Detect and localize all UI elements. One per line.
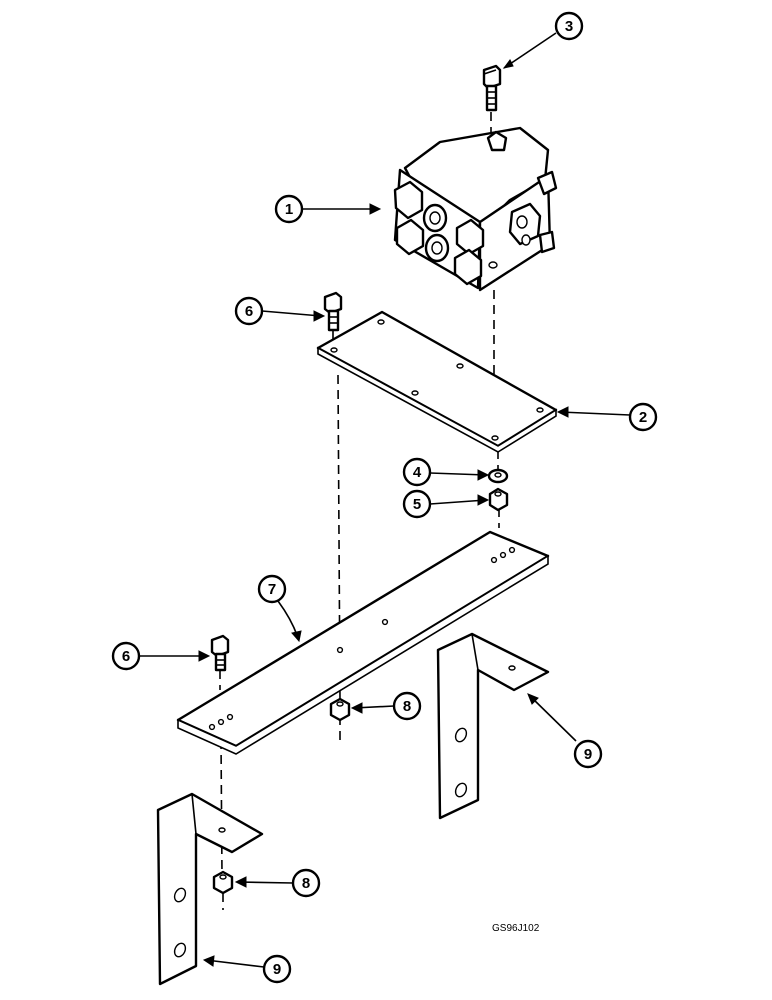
nut-part-8-upper — [329, 697, 351, 722]
callout-3-label: 3 — [565, 18, 573, 35]
callout-4: 4 — [402, 457, 432, 487]
nut-part-5 — [488, 487, 509, 512]
callout-6-upper-label: 6 — [245, 303, 253, 320]
callout-4-label: 4 — [413, 464, 422, 481]
l-bracket-part-9-left — [156, 792, 264, 986]
callout-6-lower-label: 6 — [122, 648, 130, 665]
callout-3: 3 — [554, 11, 584, 41]
l-bracket-part-9-right — [436, 632, 550, 820]
callout-2: 2 — [628, 402, 658, 432]
nut-part-8-lower — [212, 870, 234, 895]
callout-5: 5 — [402, 489, 432, 519]
callout-7-label: 7 — [268, 581, 276, 598]
callout-9-right: 9 — [573, 739, 603, 769]
callout-8-lower: 8 — [291, 868, 321, 898]
callout-9-left: 9 — [262, 954, 292, 984]
valve-block-part-1 — [393, 126, 558, 292]
callout-8-lower-label: 8 — [302, 875, 310, 892]
callout-8-upper-label: 8 — [403, 698, 411, 715]
mounting-plate-part-2 — [316, 310, 558, 453]
leader-lines — [139, 32, 631, 968]
bolt-part-6-lower — [210, 634, 230, 672]
figure-code: GS96J102 — [492, 923, 540, 934]
callout-9-left-label: 9 — [273, 961, 281, 978]
bolt-part-6-upper — [323, 291, 343, 332]
callout-2-label: 2 — [639, 409, 647, 426]
callout-6-upper: 6 — [234, 296, 264, 326]
callout-5-label: 5 — [413, 496, 421, 513]
callout-1-label: 1 — [285, 201, 293, 218]
callout-1: 1 — [274, 194, 304, 224]
callout-9-right-label: 9 — [584, 746, 592, 763]
bracket-bar-part-7 — [176, 530, 550, 755]
bolt-part-3 — [482, 64, 502, 112]
washer-part-4 — [487, 468, 509, 484]
callout-6-lower: 6 — [111, 641, 141, 671]
callout-7: 7 — [257, 574, 287, 604]
callout-8-upper: 8 — [392, 691, 422, 721]
